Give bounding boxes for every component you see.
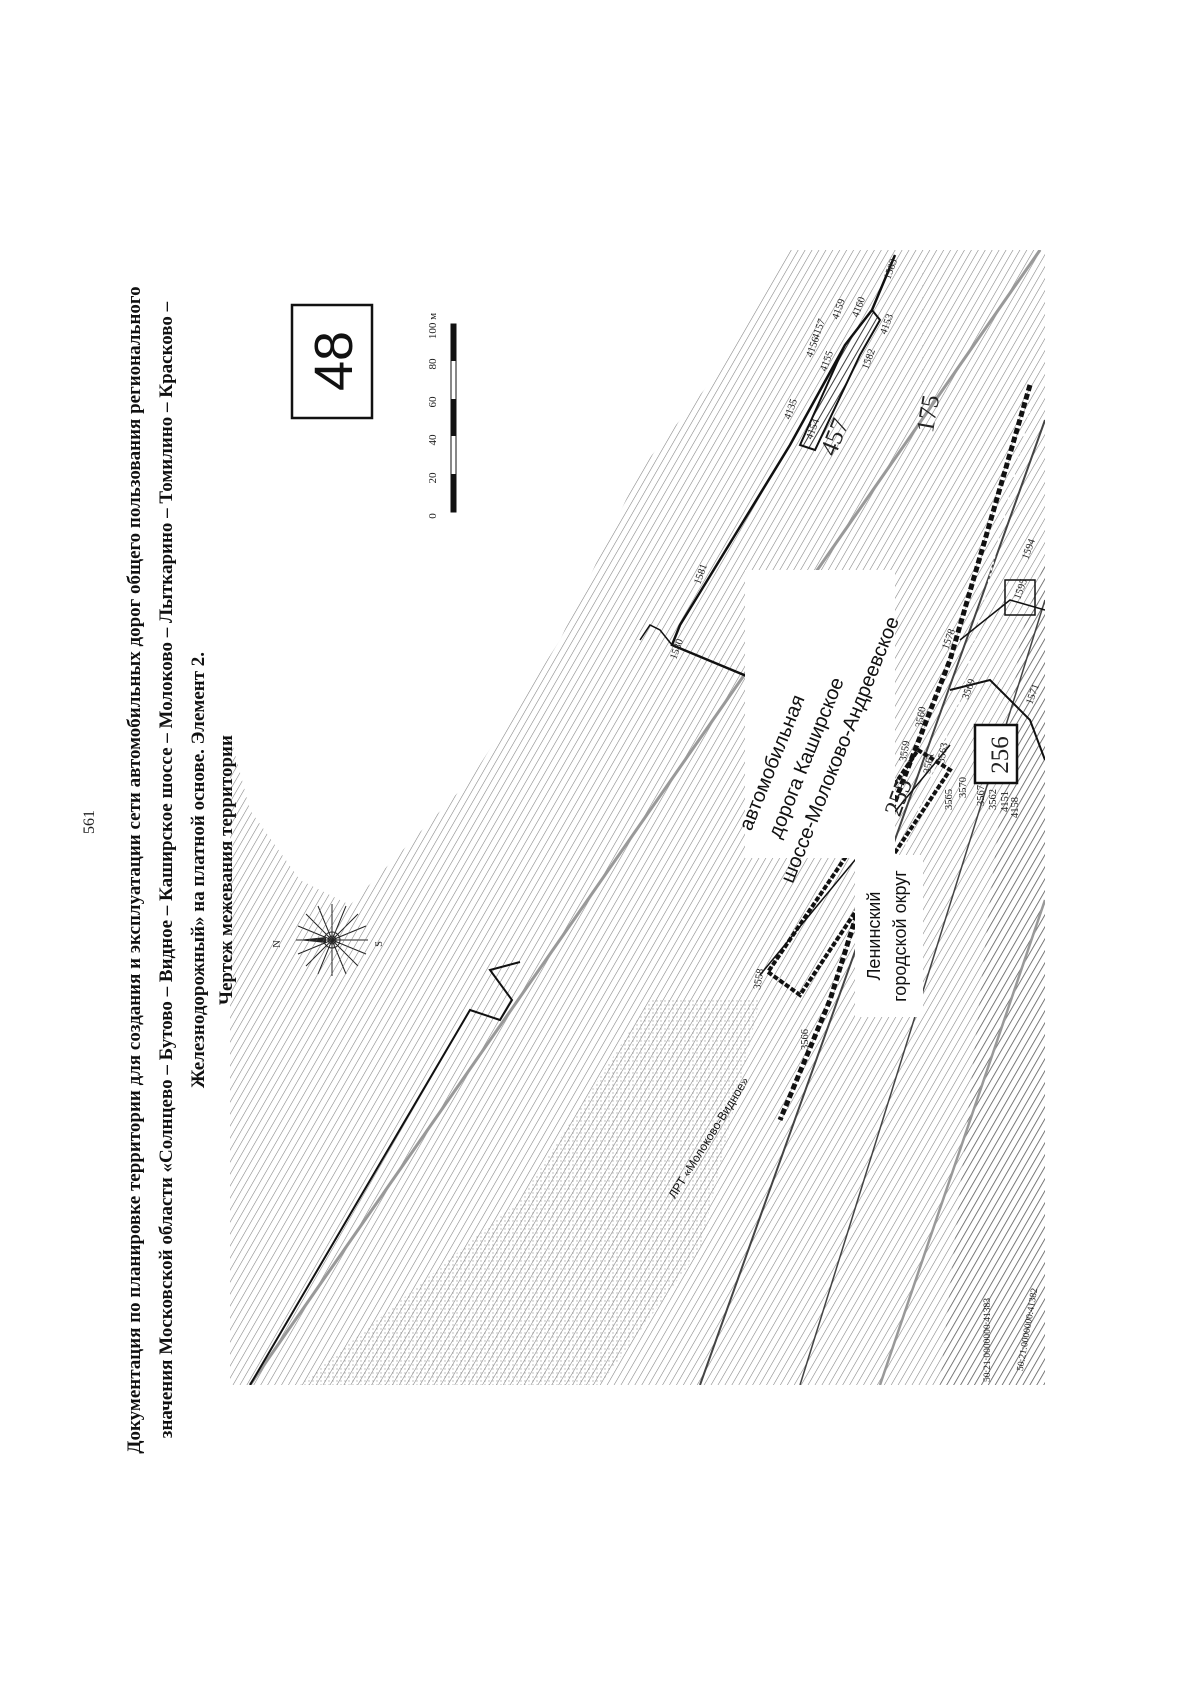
point-3570: 3570 [958,777,969,798]
scale-bar: 0 20 40 60 80 100 м [427,313,457,519]
page-number: 561 [81,810,98,834]
district-label: Ленинский городской округ [864,870,910,1002]
cadastral-map [230,250,1045,1385]
title-line-2: значения Московской области «Солнцево – … [156,301,177,1438]
parcel-number-175: 175 [912,393,945,435]
parcel-457 [798,308,882,452]
sheet-number-box: 48 [290,303,374,420]
scale-tick-20: 20 [427,472,439,484]
scale-tick-80: 80 [427,358,439,370]
point-3561: 3561 [922,752,936,775]
road-label-panel [745,570,895,858]
dotted-area [230,1000,760,1385]
district-label-line-1: Ленинский [864,892,884,981]
parcel-256 [973,723,1019,785]
point-4151: 4151 [1000,791,1011,812]
scale-tick-40: 40 [427,434,439,446]
title-block: Документация по планировке территории дл… [124,286,237,1453]
point-3563: 3563 [936,742,950,765]
point-4158: 4158 [1010,797,1021,818]
district-label-line-2: городской округ [890,870,910,1002]
point-3567: 3567 [976,785,987,806]
point-3559: 3559 [898,740,912,763]
point-3565: 3565 [944,789,955,810]
parcel-number-256: 256 [987,736,1014,774]
point-3560: 3560 [914,706,928,729]
district-label-panel [855,855,923,1017]
scale-tick-60: 60 [427,396,439,408]
sheet-number: 48 [304,331,364,391]
scale-tick-0: 0 [427,513,439,519]
point-3558: 3558 [752,968,766,991]
point-3566: 3566 [800,1029,811,1050]
cadastral-number-1: 50:21:0000000:41383 [983,1298,993,1382]
title-line-3: Железнодорожный» на платной основе. Элем… [188,652,209,1088]
point-3562: 3562 [988,789,999,810]
scale-tick-100: 100 м [427,313,439,339]
hatched-area-dense [940,560,1045,1385]
title-line-1: Документация по планировке территории дл… [124,286,145,1453]
